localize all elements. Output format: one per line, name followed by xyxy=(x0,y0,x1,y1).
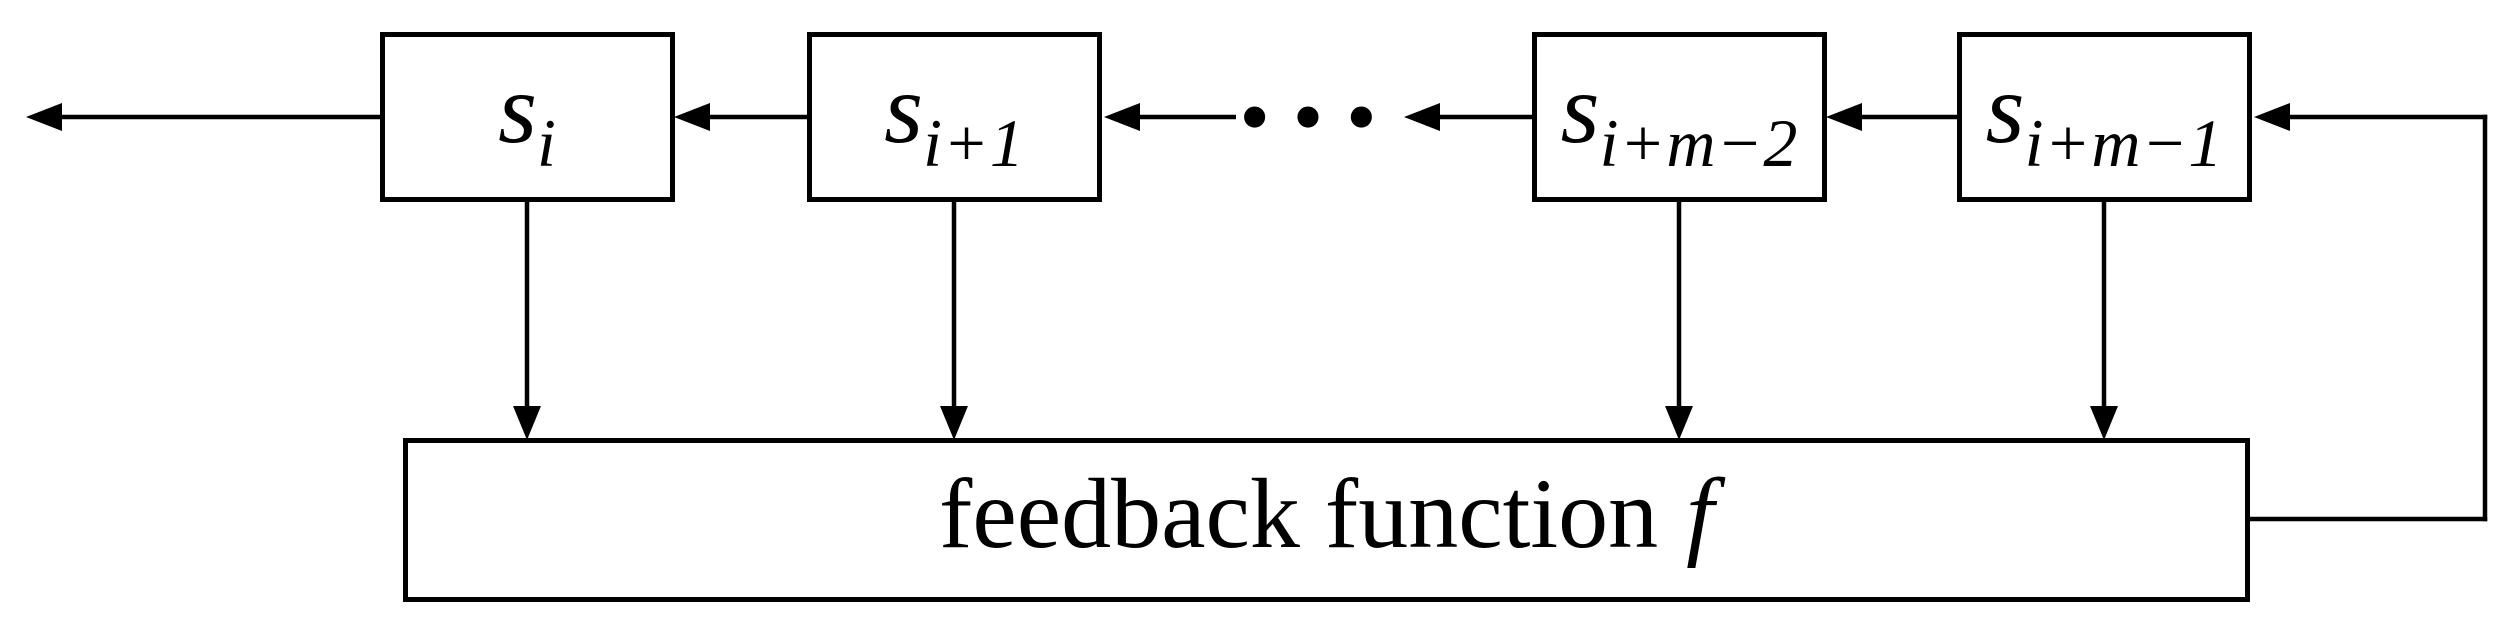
cell-subscript: i+m−1 xyxy=(2024,105,2224,181)
register-cell-s-i-plus-1: si+1 xyxy=(807,32,1102,202)
tap-arrowhead-4-icon xyxy=(2090,406,2118,440)
tap-arrowhead-1-icon xyxy=(513,406,541,440)
shift-arrowhead-2-icon xyxy=(1104,103,1140,131)
cell-symbol: s xyxy=(498,53,537,164)
ellipsis-dots: ··· xyxy=(1232,45,1394,189)
feedback-arrowhead-icon xyxy=(2254,103,2290,131)
shift-arrowhead-3-icon xyxy=(1404,103,1440,131)
cell-subscript: i+1 xyxy=(923,105,1025,181)
cell-symbol: s xyxy=(1985,53,2025,164)
cell-symbol: s xyxy=(1560,53,1600,164)
cell-label: si+m−1 xyxy=(1986,59,2224,178)
feedback-function-text: feedback function xyxy=(939,458,1659,569)
register-cell-s-i-plus-m-minus-2: si+m−2 xyxy=(1532,32,1827,202)
shift-arrowhead-1-icon xyxy=(674,103,710,131)
output-arrowhead-icon xyxy=(26,103,62,131)
feedback-function-symbol: f xyxy=(1686,458,1714,569)
cell-label: si xyxy=(498,59,557,178)
cell-subscript: i xyxy=(537,105,557,181)
cell-label: si+1 xyxy=(884,59,1025,178)
cell-label: si+m−2 xyxy=(1561,59,1799,178)
register-cell-s-i-plus-m-minus-1: si+m−1 xyxy=(1957,32,2252,202)
tap-arrowhead-2-icon xyxy=(940,406,968,440)
register-cell-s-i: si xyxy=(380,32,675,202)
tap-arrowhead-3-icon xyxy=(1665,406,1693,440)
cell-subscript: i+m−2 xyxy=(1599,105,1799,181)
cell-symbol: s xyxy=(884,53,924,164)
shift-arrowhead-4-icon xyxy=(1826,103,1862,131)
